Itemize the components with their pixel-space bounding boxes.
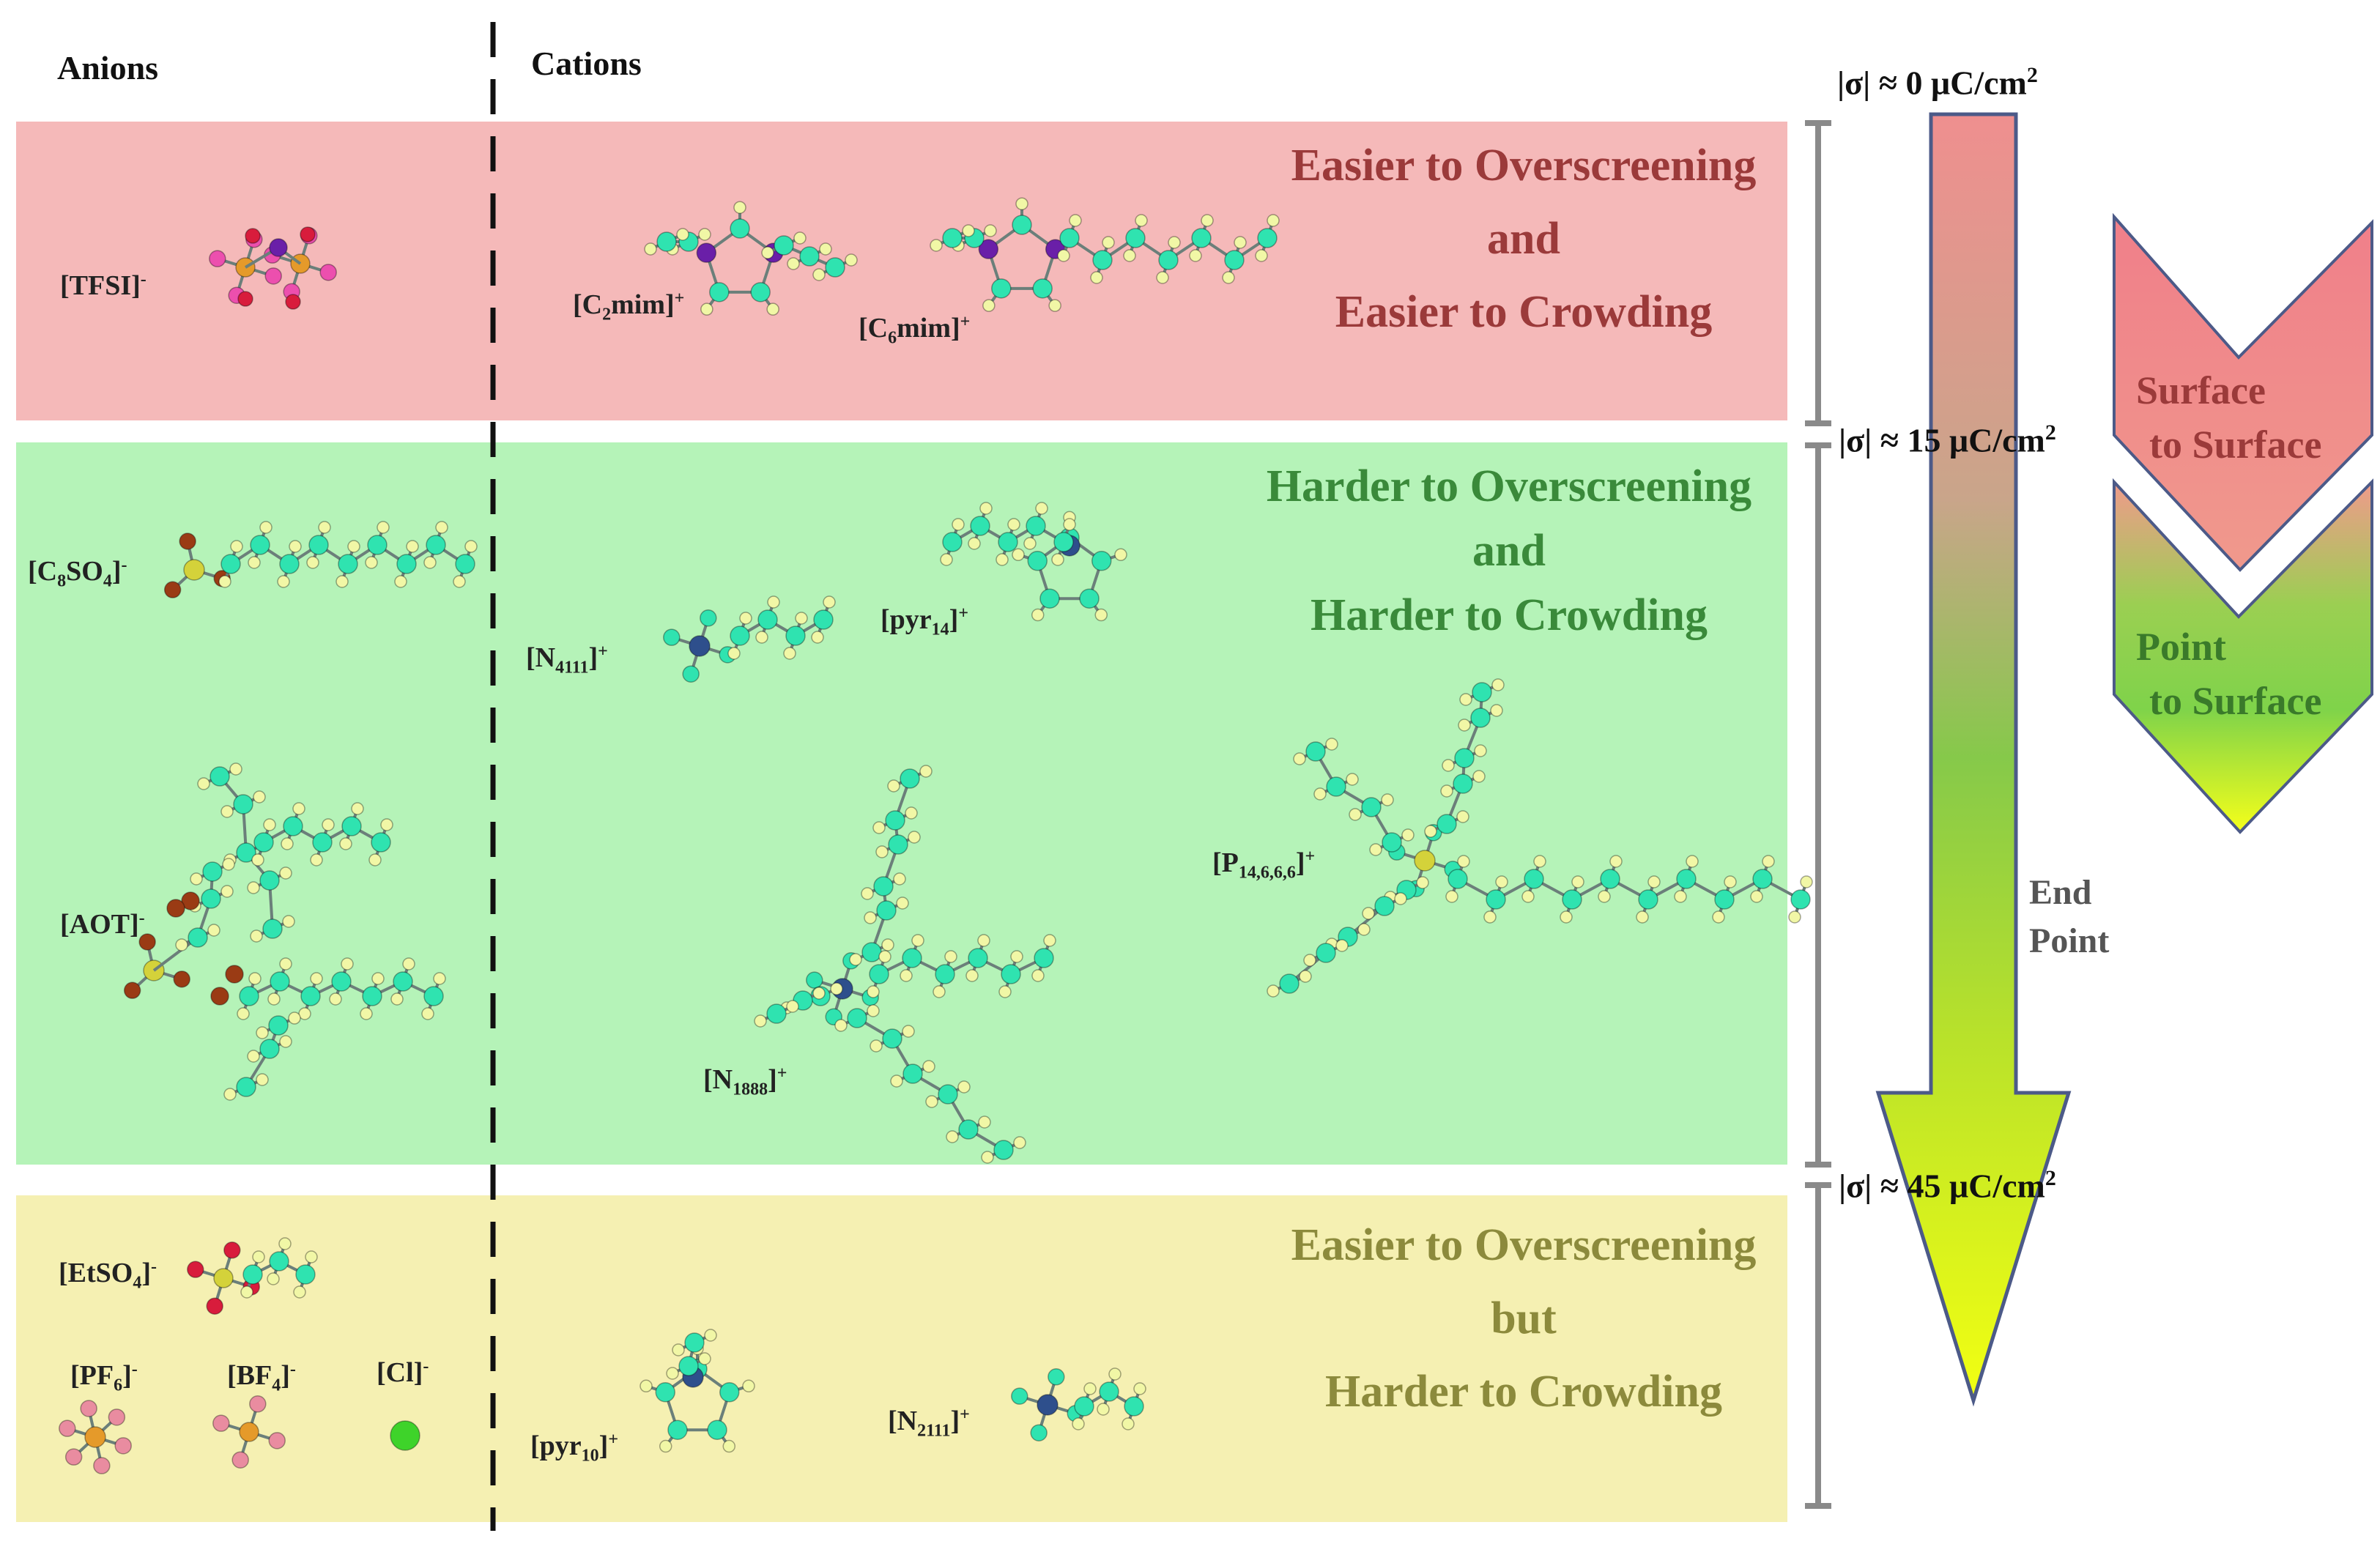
chevron-surface-to-surface	[2113, 212, 2373, 572]
bracket-bottom	[1805, 1182, 1831, 1509]
ion-label-pyr14: [pyr14]+	[881, 604, 968, 639]
ion-label-bf4: [BF4]-	[227, 1359, 296, 1395]
ion-label-c2mim: [C2mim]+	[573, 289, 685, 324]
ion-label-tfsi: [TFSI]-	[60, 270, 147, 301]
gradient-arrow	[1875, 112, 2072, 1407]
sigma-label-15: |σ| ≈ 15 μC/cm2	[1839, 420, 2056, 459]
ion-label-n4111: [N4111]+	[526, 642, 608, 678]
ion-label-p14666: [P14,6,6,6]+	[1212, 847, 1316, 883]
ion-label-n2111: [N2111]+	[888, 1405, 970, 1441]
ion-label-etso4: [EtSO4]-	[59, 1257, 157, 1293]
ion-label-n1888: [N1888]+	[703, 1064, 787, 1099]
bracket-middle	[1805, 442, 1831, 1168]
yellow-band	[16, 1195, 1787, 1522]
sigma-label-0: |σ| ≈ 0 μC/cm2	[1837, 63, 2038, 102]
ion-label-pf6: [PF6]-	[70, 1359, 138, 1395]
ion-label-c8so4: [C8SO4]-	[28, 555, 127, 591]
ion-label-cl: [Cl]-	[377, 1356, 429, 1388]
anions-header: Anions	[57, 49, 159, 86]
chevron-point-to-surface	[2113, 478, 2373, 834]
red-band	[16, 122, 1787, 420]
bracket-top	[1805, 120, 1831, 426]
ion-label-pyr10: [pyr10]+	[530, 1430, 618, 1466]
sigma-label-45: |σ| ≈ 45 μC/cm2	[1839, 1166, 2056, 1205]
cations-header: Cations	[531, 45, 642, 82]
ion-label-aot: [AOT]-	[60, 908, 145, 940]
ion-label-c6mim: [C6mim]+	[859, 312, 971, 348]
